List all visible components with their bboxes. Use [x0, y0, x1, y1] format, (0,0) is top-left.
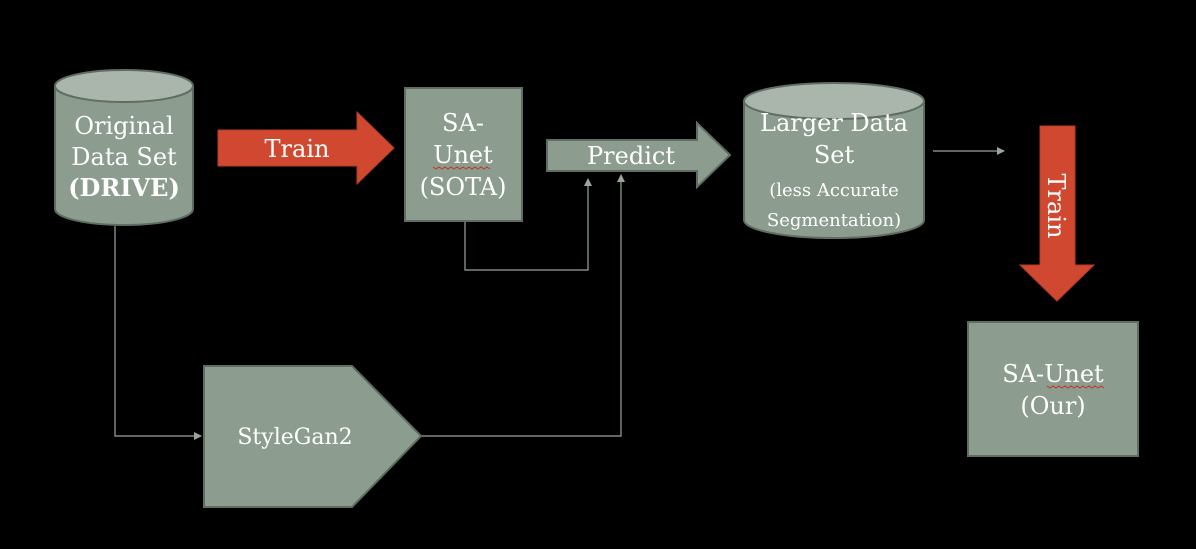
original-data-set-cylinder: Original Data Set (DRIVE) [54, 69, 194, 226]
larger-line3: (less Accurate [769, 180, 899, 201]
sa-unet-our-box: SA-Unet (Our) [967, 321, 1139, 457]
larger-line1: Larger Data [760, 109, 908, 137]
train-arrow-label: Train [265, 135, 330, 163]
predict-arrow-label: Predict [587, 142, 675, 170]
original-line2: Data Set [71, 143, 177, 171]
our-line2: (Our) [1020, 392, 1085, 420]
original-line1: Original [74, 112, 173, 140]
connector-original-to-stylegan [114, 226, 202, 440]
spellcheck-underline [432, 166, 491, 170]
connector-sota-to-predict [464, 178, 592, 271]
sota-line1: SA- [442, 109, 484, 137]
larger-line4: Segmentation) [767, 210, 901, 231]
our-line1: SA-Unet [1002, 360, 1104, 388]
spellcheck-underline-our [1046, 385, 1105, 389]
stylegan2-pentagon: StyleGan2 [203, 365, 423, 508]
larger-line2: Set [814, 141, 855, 169]
train-arrow-vertical-label: Train [1042, 174, 1070, 239]
sota-line2: Unet [433, 141, 493, 169]
stylegan-label: StyleGan2 [237, 425, 352, 450]
original-line3: (DRIVE) [68, 173, 180, 202]
larger-data-set-cylinder: Larger Data Set (less Accurate Segmentat… [743, 82, 925, 239]
sa-unet-sota-box: SA- Unet (SOTA) [404, 87, 523, 222]
train-arrow-horizontal: Train [217, 110, 395, 186]
predict-arrow: Predict [546, 120, 732, 190]
connector-stylegan-to-predict [421, 174, 625, 437]
train-arrow-vertical: Train [1018, 125, 1096, 302]
sota-line3: (SOTA) [420, 173, 507, 201]
